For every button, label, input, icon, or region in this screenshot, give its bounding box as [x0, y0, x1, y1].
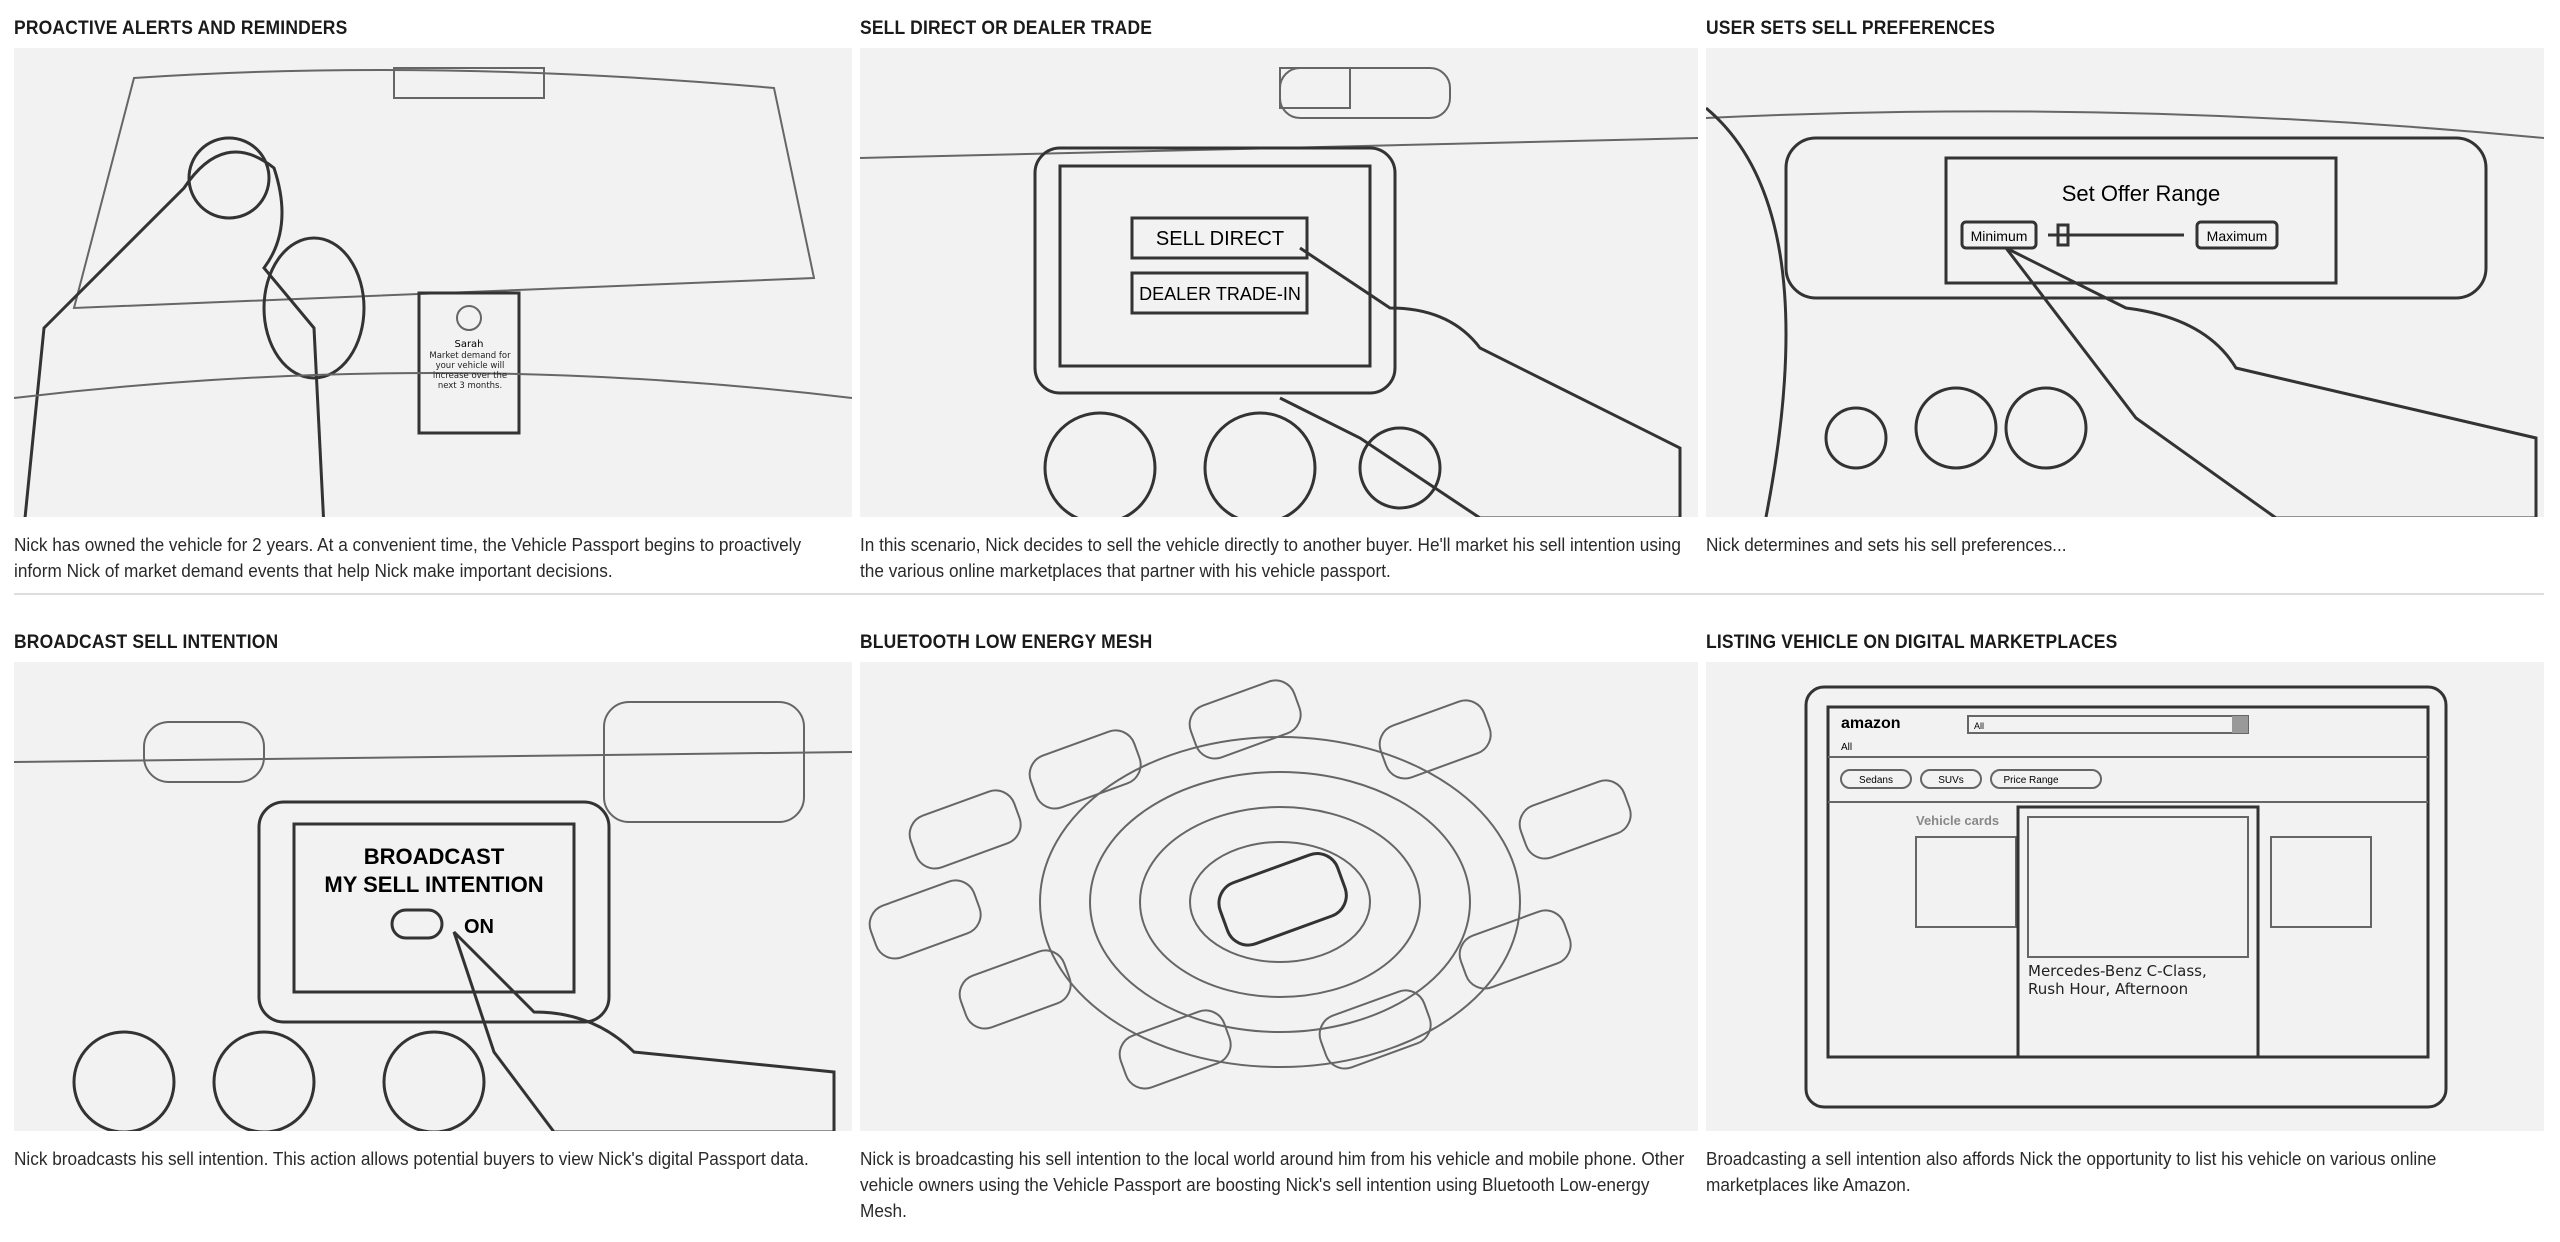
alert-contact-name: Sarah [454, 339, 483, 350]
broadcast-heading-line1: BROADCAST [364, 844, 505, 869]
storyboard-image-broadcast: BROADCAST MY SELL INTENTION ON [14, 662, 852, 1131]
filter-suvs: SUVs [1938, 775, 1964, 786]
panel-title: BROADCAST SELL INTENTION [14, 632, 279, 653]
panel-caption: In this scenario, Nick decides to sell t… [860, 534, 1681, 581]
storyboard-image-amazon-listing: amazon All All Sedans SUVs Price Range V… [1706, 662, 2544, 1131]
filter-price-range: Price Range [2003, 775, 2058, 786]
offer-range-slider-thumb [2056, 223, 2070, 247]
storyboard-image-sell-options: SELL DIRECT DEALER TRADE-IN [860, 48, 1698, 517]
broadcast-toggle [390, 908, 444, 940]
filter-sedans: Sedans [1859, 775, 1893, 786]
panel-title: USER SETS SELL PREFERENCES [1706, 18, 1996, 39]
sell-direct-button: SELL DIRECT [1156, 228, 1284, 250]
panel-title: SELL DIRECT OR DEALER TRADE [860, 18, 1153, 39]
storyboard-image-driver-alert: Sarah Market demand for your vehicle wil… [14, 48, 852, 517]
vehicle-cards-heading: Vehicle cards [1916, 813, 1999, 828]
search-icon [2232, 716, 2248, 733]
panel-caption: Nick is broadcasting his sell intention … [860, 1148, 1685, 1221]
minimum-button: Minimum [1971, 228, 2028, 244]
panel-title: LISTING VEHICLE ON DIGITAL MARKETPLACES [1706, 632, 2118, 653]
search-input [1967, 715, 2249, 734]
search-scope: All [1974, 721, 1984, 731]
broadcast-heading-line2: MY SELL INTENTION [324, 872, 543, 897]
featured-listing-title: Mercedes-Benz C-Class, Rush Hour, Aftern… [2028, 962, 2207, 998]
panel-caption: Nick has owned the vehicle for 2 years. … [14, 534, 802, 581]
alert-message: Market demand for your vehicle will incr… [429, 351, 511, 391]
panel-caption: Broadcasting a sell intention also affor… [1706, 1148, 2437, 1195]
all-menu: All [1841, 742, 1852, 753]
maximum-button: Maximum [2207, 228, 2268, 244]
panel-title: PROACTIVE ALERTS AND REMINDERS [14, 18, 348, 39]
panel-caption: Nick broadcasts his sell intention. This… [14, 1148, 809, 1169]
offer-range-heading: Set Offer Range [2062, 181, 2221, 206]
amazon-logo: amazon [1841, 715, 1901, 732]
nick-vehicle [1217, 852, 1348, 947]
toggle-state: ON [464, 916, 494, 938]
dealer-trade-in-button: DEALER TRADE-IN [1139, 284, 1301, 304]
panel-caption: Nick determines and sets his sell prefer… [1706, 534, 2067, 555]
row-divider [14, 593, 2544, 595]
storyboard-image-offer-range: Set Offer Range Minimum Maximum [1706, 48, 2544, 517]
storyboard-image-mesh [860, 662, 1698, 1131]
panel-title: BLUETOOTH LOW ENERGY MESH [860, 632, 1153, 653]
